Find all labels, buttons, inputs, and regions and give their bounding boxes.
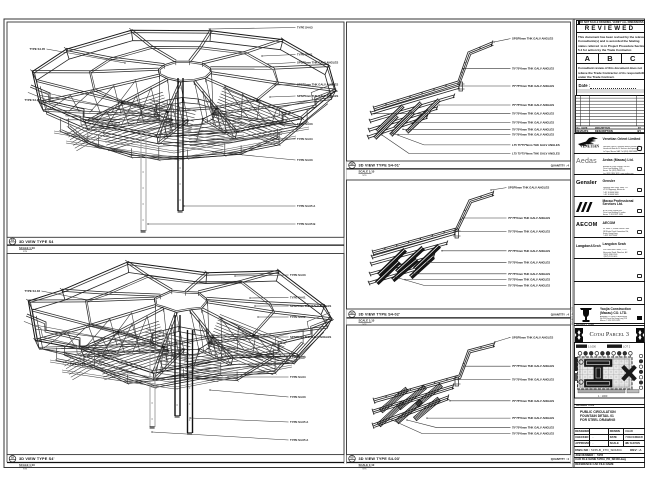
svg-text:TYPE S4-05 A: TYPE S4-05 A — [290, 438, 308, 442]
svg-text:75*75*6mm THK GALV ANGLES: 75*75*6mm THK GALV ANGLES — [512, 364, 554, 368]
svg-text:05: 05 — [351, 456, 354, 460]
svg-text:3D VIEW TYPE S4-03': 3D VIEW TYPE S4-03' — [359, 457, 401, 461]
svg-text:75*75*6mm THK GALV ANGLES: 75*75*6mm THK GALV ANGLES — [508, 272, 550, 276]
svg-text:DATE: DATE — [582, 126, 588, 129]
svg-text:DESCRIPTION: DESCRIPTION — [595, 127, 610, 129]
svg-text:75*75*6mm THK GALV ANGLES: 75*75*6mm THK GALV ANGLES — [512, 120, 554, 124]
svg-text:SPSP5mm THK GALV ANGLES: SPSP5mm THK GALV ANGLES — [297, 94, 338, 98]
svg-text:3D VIEW TYPE S4-01': 3D VIEW TYPE S4-01' — [359, 164, 401, 168]
svg-text:PROJECT No. 5155: PROJECT No. 5155 — [572, 306, 574, 325]
svg-text:03: 03 — [351, 162, 354, 166]
svg-text:SPSP5mm THK GALV ANGLES: SPSP5mm THK GALV ANGLES — [512, 335, 553, 339]
svg-text:01: 01 — [11, 238, 14, 242]
svg-text:75*75*6mm THK GALV ANGLES: 75*75*6mm THK GALV ANGLES — [512, 133, 554, 137]
svg-text:75*75*6mm THK GALV ANGLES: 75*75*6mm THK GALV ANGLES — [512, 127, 554, 131]
svg-text:TYPE S4-02: TYPE S4-02 — [290, 315, 306, 319]
svg-text:75*75*6mm THK GALV ANGLES: 75*75*6mm THK GALV ANGLES — [512, 399, 554, 403]
svg-text:BY: BY — [638, 129, 642, 133]
svg-text:TYPE S4-03: TYPE S4-03 — [290, 355, 306, 359]
svg-text:TYPE S4-02: TYPE S4-02 — [24, 98, 40, 102]
svg-text:75*75*6mm THK GALV ANGLES: 75*75*6mm THK GALV ANGLES — [512, 378, 554, 382]
svg-text:NTS: NTS — [23, 251, 28, 253]
svg-text:75*75*6mm THK GALV ANGLES: 75*75*6mm THK GALV ANGLES — [512, 416, 554, 420]
svg-text:SCALE 1:10: SCALE 1:10 — [359, 463, 375, 467]
svg-text:TYPE S4-03: TYPE S4-03 — [297, 26, 313, 30]
svg-text:75*75*6mm THK GALV ANGLES: 75*75*6mm THK GALV ANGLES — [512, 103, 554, 107]
svg-text:3D VIEW TYPE S4': 3D VIEW TYPE S4' — [19, 457, 55, 461]
svg-text:TYPE S4-02: TYPE S4-02 — [24, 289, 40, 293]
svg-text:SPSP5mm THK GALV ANGLES: SPSP5mm THK GALV ANGLES — [508, 186, 549, 190]
svg-text:02: 02 — [11, 456, 14, 460]
svg-text:TYPE S4-05 A: TYPE S4-05 A — [297, 204, 315, 208]
svg-text:NTS: NTS — [363, 468, 368, 470]
svg-text:DESCRIPTION: DESCRIPTION — [595, 129, 613, 133]
svg-text:3D VIEW TYPE S4-02': 3D VIEW TYPE S4-02' — [359, 313, 401, 317]
svg-text:QUANTITY : 4: QUANTITY : 4 — [551, 313, 570, 317]
svg-text:1 : 1000: 1 : 1000 — [598, 394, 608, 398]
svg-text:SCALE 1:10: SCALE 1:10 — [19, 463, 35, 467]
svg-text:75*75*6mm THK GALV ANGLES: 75*75*6mm THK GALV ANGLES — [508, 278, 550, 282]
svg-text:LOT 2: LOT 2 — [623, 345, 631, 349]
svg-text:NTS: NTS — [23, 468, 28, 470]
svg-text:QUANTITY : 4: QUANTITY : 4 — [551, 164, 570, 168]
svg-text:NTS: NTS — [363, 324, 368, 326]
svg-text:SPSP5mm THK GALV ANGLES: SPSP5mm THK GALV ANGLES — [290, 335, 331, 339]
svg-text:75*75*6mm THK GALV ANGLES: 75*75*6mm THK GALV ANGLES — [512, 112, 554, 116]
svg-text:75*75*6mm THK GALV ANGLES: 75*75*6mm THK GALV ANGLES — [508, 216, 550, 220]
svg-text:1:1000: 1:1000 — [588, 345, 596, 349]
svg-text:75*75*6mm THK GALV ANGLES: 75*75*6mm THK GALV ANGLES — [512, 67, 554, 71]
svg-text:TYPE S4-03: TYPE S4-03 — [69, 362, 85, 366]
svg-text:QUANTITY : 4: QUANTITY : 4 — [551, 457, 570, 461]
svg-text:No.: No. — [577, 127, 581, 129]
svg-text:SCALE 1:10: SCALE 1:10 — [19, 246, 35, 250]
svg-text:75*75*6mm THK GALV ANGLES: 75*75*6mm THK GALV ANGLES — [508, 249, 550, 253]
svg-text:75*75*6mm THK GALV ANGLES: 75*75*6mm THK GALV ANGLES — [508, 283, 550, 287]
svg-text:REV: REV — [576, 129, 582, 133]
svg-text:BY: BY — [638, 127, 642, 129]
svg-text:75*75*6mm THK GALV ANGLES: 75*75*6mm THK GALV ANGLES — [512, 84, 554, 88]
svg-text:TYPE S4-03: TYPE S4-03 — [297, 122, 313, 126]
svg-text:3D VIEW TYPE S4: 3D VIEW TYPE S4 — [19, 240, 54, 244]
svg-text:75*75*6mm THK GALV ANGLES: 75*75*6mm THK GALV ANGLES — [508, 230, 550, 234]
svg-text:VENETIAN: VENETIAN — [580, 145, 599, 149]
svg-text:L75 75*75*6mm THK GALV ANGLES: L75 75*75*6mm THK GALV ANGLES — [512, 152, 560, 156]
svg-text:SPSP5mm THK GALV ANGLES: SPSP5mm THK GALV ANGLES — [297, 83, 338, 87]
svg-text:TYPE S4-03: TYPE S4-03 — [290, 273, 306, 277]
svg-text:TYPE S4-01: TYPE S4-01 — [297, 53, 313, 57]
svg-text:75*75*6mm THK GALV ANGLES: 75*75*6mm THK GALV ANGLES — [512, 432, 554, 436]
svg-text:TYPE S4-03: TYPE S4-03 — [290, 395, 306, 399]
svg-text:TYPE S4-01: TYPE S4-01 — [290, 296, 306, 300]
svg-text:SCALE 1:10: SCALE 1:10 — [359, 319, 375, 323]
svg-text:75*75*6mm THK GALV ANGLES: 75*75*6mm THK GALV ANGLES — [512, 426, 554, 430]
svg-text:SPSP5mm THK GALV ANGLES: SPSP5mm THK GALV ANGLES — [297, 61, 338, 65]
svg-text:75*75*6mm THK GALV ANGLES: 75*75*6mm THK GALV ANGLES — [508, 260, 550, 264]
svg-text:TYPE S4-05 B: TYPE S4-05 B — [297, 222, 315, 226]
svg-text:SPSP5mm THK GALV ANGLES: SPSP5mm THK GALV ANGLES — [512, 37, 553, 41]
svg-text:TYPE S4-05: TYPE S4-05 — [29, 47, 45, 51]
svg-text:TYPE S4-04: TYPE S4-04 — [290, 375, 306, 379]
svg-text:TYPE S4-03: TYPE S4-03 — [297, 158, 313, 162]
svg-text:SPSP5mm THK GALV ANGLES: SPSP5mm THK GALV ANGLES — [290, 304, 331, 308]
svg-text:SCALE 1:10: SCALE 1:10 — [359, 170, 375, 174]
svg-text:04: 04 — [351, 311, 354, 315]
svg-text:NTS: NTS — [363, 175, 368, 177]
svg-text:TYPE S4-04: TYPE S4-04 — [297, 137, 313, 141]
svg-text:L75 75*75*6mm THK GALV ANGLES: L75 75*75*6mm THK GALV ANGLES — [512, 143, 560, 147]
svg-text:DATE: DATE — [582, 129, 589, 133]
svg-text:TYPE S4-05 A: TYPE S4-05 A — [290, 420, 308, 424]
